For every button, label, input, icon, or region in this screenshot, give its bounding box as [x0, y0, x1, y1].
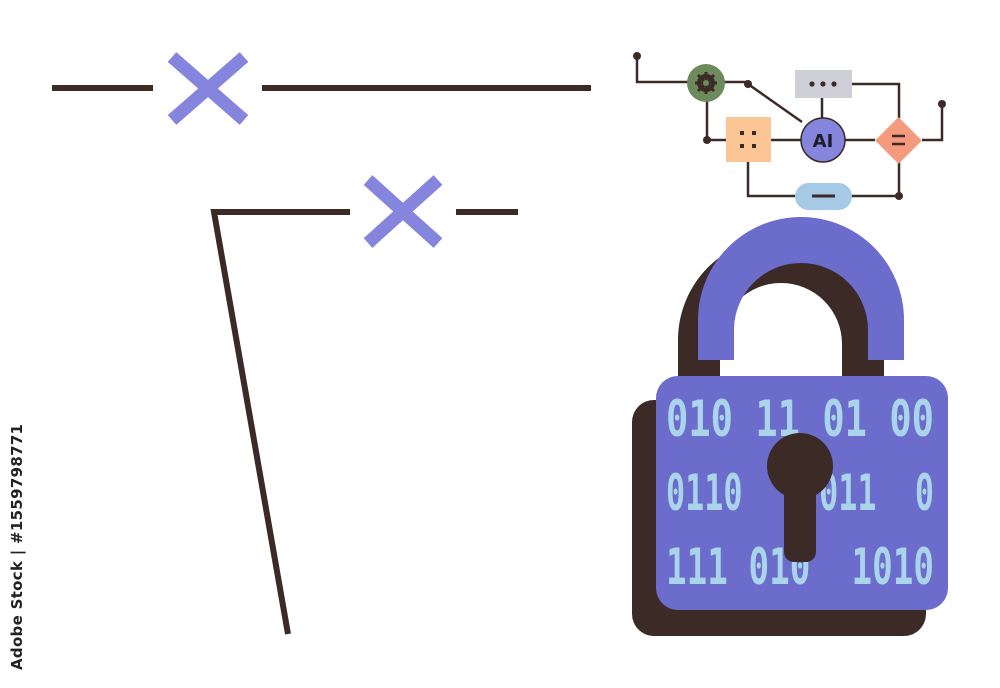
stock-watermark: Adobe Stock | #1559798771 — [8, 423, 26, 670]
ai-node: AI — [800, 117, 846, 163]
padlock-icon: 010 11 01 00 0110 011 0 111 010 1010 — [632, 217, 948, 636]
gear-icon — [695, 72, 717, 94]
x-mark-icon — [363, 175, 443, 248]
equals-icon — [892, 134, 905, 146]
equals-node — [875, 117, 922, 164]
gear-node — [687, 64, 725, 102]
keyhole-icon — [767, 433, 833, 562]
ai-label: AI — [813, 131, 834, 152]
ellipsis-icon — [809, 81, 837, 87]
ai-circuit-diagram: AI — [633, 52, 946, 210]
dots-grid-icon — [740, 131, 756, 148]
x-mark-icon — [167, 52, 249, 125]
grid-node — [726, 117, 771, 162]
broken-line-bottom — [210, 209, 518, 635]
minus-node — [795, 183, 852, 210]
chat-node — [795, 70, 852, 98]
